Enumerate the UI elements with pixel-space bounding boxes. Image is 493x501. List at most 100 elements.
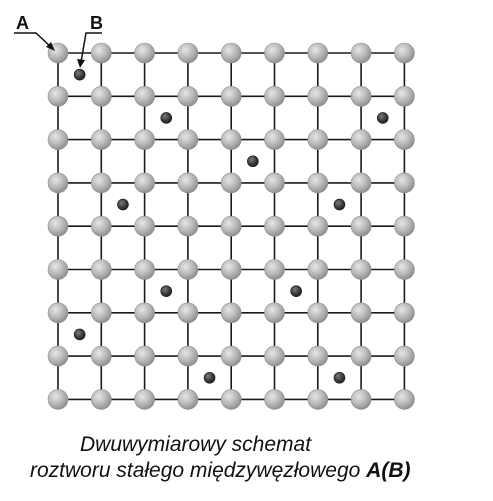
interstitial-atom-b (73, 328, 86, 341)
host-atom-a (91, 86, 112, 107)
host-atom-a (91, 42, 112, 64)
host-atom-a (47, 86, 69, 107)
host-atom-a (394, 345, 415, 367)
label-a: A (16, 13, 29, 33)
host-atom-a (350, 215, 372, 237)
host-atom-a (350, 86, 372, 107)
host-atom-a (394, 302, 415, 324)
host-atom-a (264, 259, 285, 280)
label-b-arrowhead (77, 59, 85, 68)
caption-formula-a: A (366, 459, 382, 482)
host-atom-a (394, 42, 415, 64)
host-atoms (47, 42, 415, 410)
host-atom-a (307, 259, 329, 280)
interstitial-atom-b (290, 285, 302, 297)
host-atom-a (264, 302, 285, 324)
interstitial-atom-b (203, 371, 216, 384)
host-atom-a (264, 215, 285, 237)
host-atom-a (220, 259, 242, 280)
label-b: B (90, 13, 103, 33)
host-atom-a (177, 345, 199, 367)
host-atom-a (220, 42, 242, 64)
interstitial-atom-b (333, 198, 346, 211)
host-atom-a (177, 129, 199, 150)
host-atom-a (307, 42, 329, 64)
interstitial-atom-b (160, 112, 173, 124)
host-atom-a (220, 129, 242, 150)
host-atom-a (350, 345, 372, 367)
host-atom-a (264, 42, 285, 64)
host-atom-a (134, 302, 155, 324)
label-b-leader (80, 32, 102, 63)
label-a-arrowhead (46, 42, 55, 51)
host-atom-a (307, 302, 329, 324)
host-atom-a (394, 86, 415, 107)
interstitial-atom-b (247, 155, 259, 168)
host-atom-a (394, 215, 415, 237)
host-atom-a (307, 129, 329, 150)
label-a-leader (14, 32, 53, 49)
host-atom-a (264, 86, 285, 107)
host-atom-a (47, 302, 69, 324)
interstitial-atoms (73, 68, 389, 384)
host-atom-a (394, 259, 415, 280)
atom-labels: A B (14, 13, 103, 68)
host-atom-a (350, 129, 372, 150)
host-atom-a (134, 42, 155, 64)
host-atom-a (134, 345, 155, 367)
interstitial-atom-b (73, 68, 86, 81)
host-atom-a (307, 345, 329, 367)
host-atom-a (394, 172, 415, 194)
host-atom-a (220, 389, 242, 410)
interstitial-atom-b (376, 112, 389, 124)
host-atom-a (220, 215, 242, 237)
host-atom-a (177, 42, 199, 64)
interstitial-atom-b (333, 371, 346, 384)
host-atom-a (177, 259, 199, 280)
host-atom-a (264, 389, 285, 410)
host-atom-a (177, 302, 199, 324)
host-atom-a (350, 259, 372, 280)
host-atom-a (394, 129, 415, 150)
host-atom-a (134, 129, 155, 150)
caption-formula-b: B (388, 459, 404, 482)
host-atom-a (91, 389, 112, 410)
host-atom-a (47, 259, 69, 280)
host-atom-a (47, 129, 69, 150)
host-atom-a (220, 86, 242, 107)
host-atom-a (264, 129, 285, 150)
host-atom-a (134, 389, 155, 410)
host-atom-a (134, 259, 155, 280)
host-atom-a (350, 42, 372, 64)
host-atom-a (220, 345, 242, 367)
host-atom-a (307, 215, 329, 237)
lattice-diagram: A B (14, 13, 415, 410)
host-atom-a (91, 215, 112, 237)
host-atom-a (177, 86, 199, 107)
host-atom-a (47, 345, 69, 367)
host-atom-a (350, 302, 372, 324)
interstitial-atom-b (117, 198, 129, 211)
host-atom-a (264, 345, 285, 367)
host-atom-a (394, 389, 415, 410)
host-atom-a (307, 86, 329, 107)
host-atom-a (350, 389, 372, 410)
host-atom-a (177, 389, 199, 410)
host-atom-a (307, 389, 329, 410)
caption-line-1: Dwuwymiarowy schemat (80, 433, 312, 456)
host-atom-a (220, 172, 242, 194)
caption-line-2: roztworu stałego międzywęzłowego A(B) (30, 460, 493, 481)
host-atom-a (91, 129, 112, 150)
host-atom-a (177, 172, 199, 194)
host-atom-a (47, 215, 69, 237)
caption-line-2-text: roztworu stałego międzywęzłowego (30, 459, 367, 482)
host-atom-a (307, 172, 329, 194)
host-atom-a (177, 215, 199, 237)
caption-formula-open: ( (381, 459, 389, 482)
host-atom-a (220, 302, 242, 324)
host-atom-a (91, 259, 112, 280)
host-atom-a (91, 172, 112, 194)
caption-formula-close: ) (403, 459, 411, 482)
host-atom-a (91, 345, 112, 367)
host-atom-a (47, 389, 69, 410)
